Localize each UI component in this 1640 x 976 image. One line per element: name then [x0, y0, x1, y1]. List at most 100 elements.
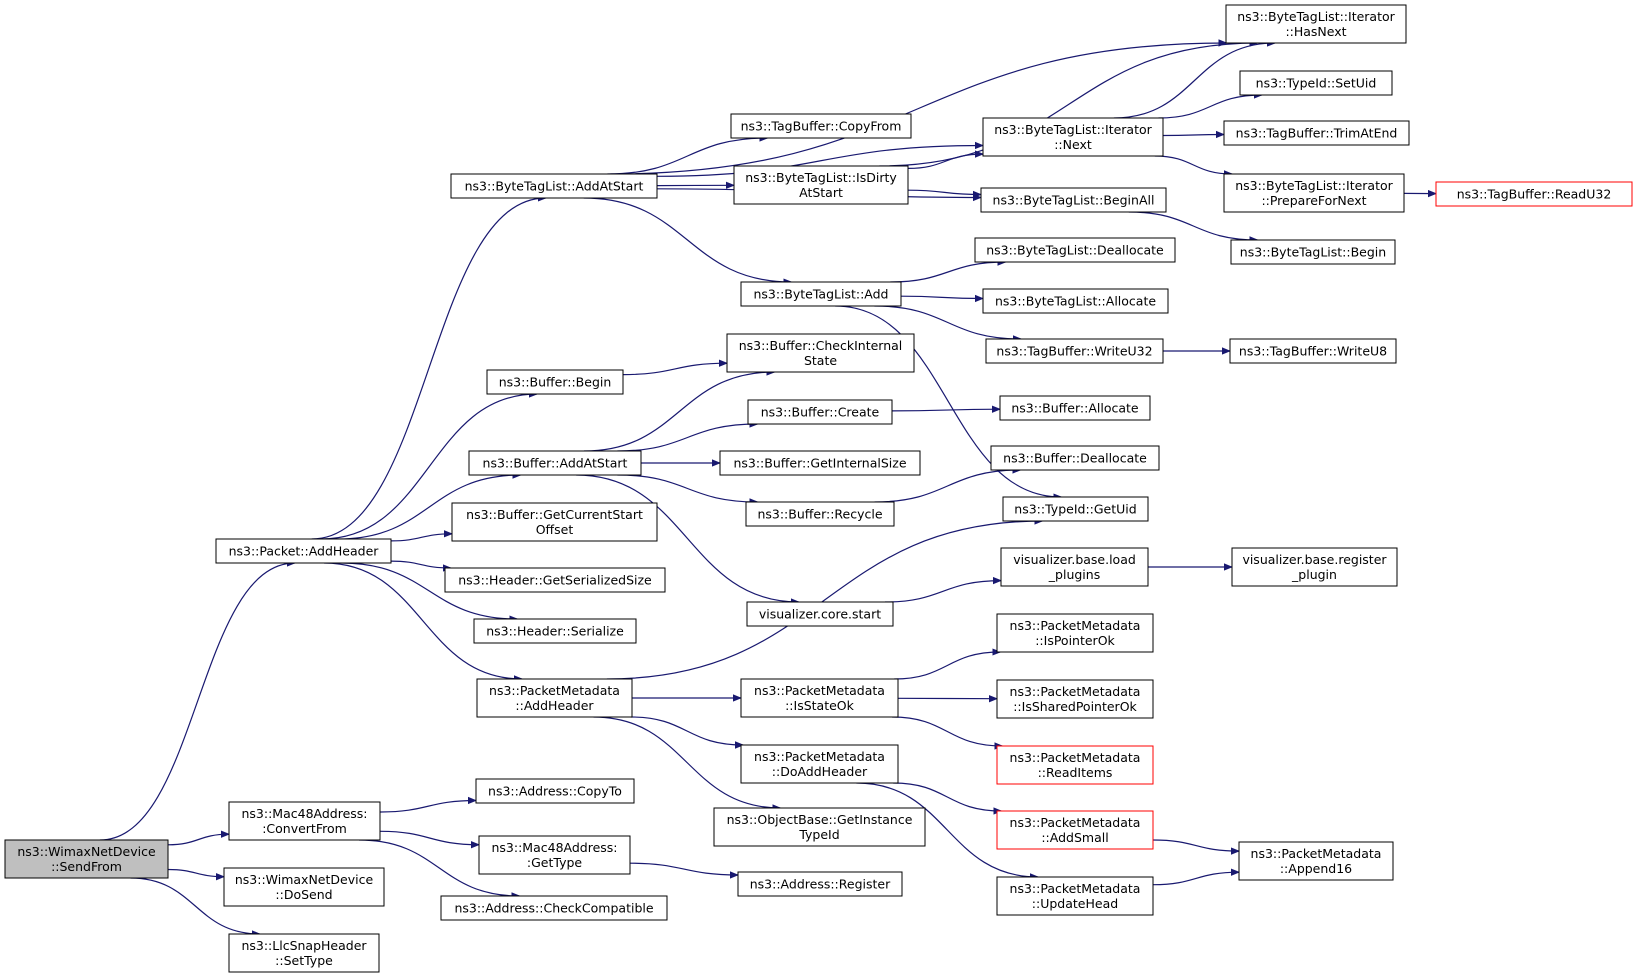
node-btl-beginall[interactable]: ns3::ByteTagList::BeginAll: [980, 187, 1167, 213]
node-root[interactable]: ns3::WimaxNetDevice::SendFrom: [4, 839, 169, 879]
node-label: ::SetType: [275, 953, 333, 968]
node-btl-add[interactable]: ns3::ByteTagList::Add: [740, 281, 902, 307]
node-box: [228, 801, 381, 841]
node-box: [1225, 4, 1407, 44]
node-llcsnap-settype[interactable]: ns3::LlcSnapHeader::SetType: [228, 933, 380, 973]
edges-layer: [99, 43, 1436, 934]
node-box: [228, 933, 380, 973]
node-label: ::DoAddHeader: [772, 764, 868, 779]
node-box: [996, 876, 1154, 916]
node-buffer-begin[interactable]: ns3::Buffer::Begin: [486, 369, 624, 395]
node-box: [1002, 496, 1149, 522]
node-label: ns3::TagBuffer::ReadU32: [1457, 187, 1612, 202]
node-btl-allocate[interactable]: ns3::ByteTagList::Allocate: [982, 288, 1169, 314]
node-typeid-getuid[interactable]: ns3::TypeId::GetUid: [1002, 496, 1149, 522]
edge-packet-addheader-to-header-getserializedsize: [390, 560, 451, 568]
node-box: [719, 450, 921, 476]
edge-packet-addheader-to-buffer-getcurrentstartoffset: [390, 534, 452, 542]
node-label: ns3::ByteTagList::BeginAll: [993, 193, 1155, 208]
node-label: TypeId: [798, 827, 839, 842]
node-tagbuffer-writeu32[interactable]: ns3::TagBuffer::WriteU32: [985, 338, 1164, 364]
node-viz-base-registerplugin[interactable]: visualizer.base.register_plugin: [1231, 547, 1398, 587]
node-pm-ispointerok[interactable]: ns3::PacketMetadata::IsPointerOk: [996, 613, 1154, 653]
node-tagbuffer-trimatend[interactable]: ns3::TagBuffer::TrimAtEnd: [1223, 120, 1410, 146]
node-pm-append16[interactable]: ns3::PacketMetadata::Append16: [1238, 841, 1394, 881]
node-label: ns3::PacketMetadata: [754, 749, 885, 764]
node-pm-updatehead[interactable]: ns3::PacketMetadata::UpdateHead: [996, 876, 1154, 916]
node-label: ::SendFrom: [51, 859, 122, 874]
node-box: [746, 601, 894, 627]
node-viz-base-loadplugins[interactable]: visualizer.base.load_plugins: [1000, 547, 1149, 587]
node-box: [996, 745, 1154, 785]
node-label: ns3::Header::GetSerializedSize: [458, 573, 652, 588]
edge-packet-addheader-to-buffer-begin: [321, 394, 537, 540]
node-address-register[interactable]: ns3::Address::Register: [737, 871, 903, 897]
node-mac48-convertfrom[interactable]: ns3::Mac48Address::ConvertFrom: [228, 801, 381, 841]
node-box: [1000, 547, 1149, 587]
node-btl-iter-next[interactable]: ns3::ByteTagList::Iterator::Next: [982, 117, 1164, 157]
node-box: [1238, 841, 1394, 881]
node-box: [476, 678, 633, 718]
node-box: [1239, 70, 1393, 96]
node-typeid-setuid[interactable]: ns3::TypeId::SetUid: [1239, 70, 1393, 96]
node-address-copyto[interactable]: ns3::Address::CopyTo: [475, 778, 635, 804]
node-label: ns3::ByteTagList::Begin: [1240, 245, 1386, 260]
node-label: ns3::ByteTagList::Deallocate: [986, 243, 1164, 258]
node-pm-addheader[interactable]: ns3::PacketMetadata::AddHeader: [476, 678, 633, 718]
node-btl-deallocate[interactable]: ns3::ByteTagList::Deallocate: [974, 237, 1176, 263]
node-buffer-recycle[interactable]: ns3::Buffer::Recycle: [745, 501, 895, 527]
node-box: [1435, 181, 1633, 207]
node-label: :GetType: [527, 855, 583, 870]
edge-packet-addheader-to-pm-addheader: [323, 562, 522, 679]
node-box: [982, 117, 1164, 157]
node-btl-addatstart[interactable]: ns3::ByteTagList::AddAtStart: [450, 173, 658, 199]
node-tagbuffer-readu32[interactable]: ns3::TagBuffer::ReadU32: [1435, 181, 1633, 207]
node-tagbuffer-copyfrom[interactable]: ns3::TagBuffer::CopyFrom: [730, 113, 912, 139]
node-label: ::Next: [1054, 137, 1092, 152]
node-buffer-create[interactable]: ns3::Buffer::Create: [747, 399, 893, 425]
edge-pm-doaddheader-to-pm-updatehead: [856, 782, 1038, 877]
node-pm-readitems[interactable]: ns3::PacketMetadata::ReadItems: [996, 745, 1154, 785]
node-label: ns3::ByteTagList::AddAtStart: [465, 179, 644, 194]
node-wimax-dosend[interactable]: ns3::WimaxNetDevice::DoSend: [223, 867, 385, 907]
node-pm-doaddheader[interactable]: ns3::PacketMetadata::DoAddHeader: [740, 744, 899, 784]
node-btl-begin[interactable]: ns3::ByteTagList::Begin: [1230, 239, 1396, 265]
node-label: ns3::Buffer::Allocate: [1011, 401, 1139, 416]
node-buffer-getinternalsize[interactable]: ns3::Buffer::GetInternalSize: [719, 450, 921, 476]
node-buffer-deallocate[interactable]: ns3::Buffer::Deallocate: [990, 445, 1160, 471]
node-pm-isstateok[interactable]: ns3::PacketMetadata::IsStateOk: [740, 678, 899, 718]
node-label: visualizer.base.register: [1242, 552, 1387, 567]
node-packet-addheader[interactable]: ns3::Packet::AddHeader: [215, 538, 392, 564]
edge-pm-isstateok-to-pm-readitems: [891, 716, 1003, 746]
edge-btl-iter-next-to-btl-iter-hasnext: [1113, 43, 1275, 119]
node-label: ns3::PacketMetadata: [1010, 750, 1141, 765]
node-label: _plugin: [1291, 567, 1337, 582]
node-viz-core-start[interactable]: visualizer.core.start: [746, 601, 894, 627]
node-btl-iter-hasnext[interactable]: ns3::ByteTagList::Iterator::HasNext: [1225, 4, 1407, 44]
node-buffer-allocate[interactable]: ns3::Buffer::Allocate: [999, 395, 1151, 421]
edge-buffer-addatstart-to-buffer-checkinternalstate: [583, 372, 775, 452]
edge-viz-core-start-to-viz-base-loadplugins: [884, 581, 1001, 603]
node-pm-issharedpointerok[interactable]: ns3::PacketMetadata::IsSharedPointerOk: [996, 679, 1154, 719]
edge-buffer-create-to-buffer-allocate: [891, 409, 1000, 411]
edge-packet-addheader-to-header-serialize: [341, 562, 517, 619]
node-mac48-gettype[interactable]: ns3::Mac48Address::GetType: [478, 835, 631, 875]
node-header-serialize[interactable]: ns3::Header::Serialize: [473, 618, 637, 644]
node-btl-iter-preparefornext[interactable]: ns3::ByteTagList::Iterator::PrepareForNe…: [1223, 173, 1405, 213]
node-address-checkcompatible[interactable]: ns3::Address::CheckCompatible: [440, 895, 668, 921]
node-label: ns3::Address::CheckCompatible: [454, 901, 653, 916]
node-label: ::IsSharedPointerOk: [1013, 699, 1137, 714]
node-box: [440, 895, 668, 921]
node-header-getserializedsize[interactable]: ns3::Header::GetSerializedSize: [444, 567, 666, 593]
node-pm-addsmall[interactable]: ns3::PacketMetadata::AddSmall: [996, 810, 1154, 850]
node-label: ns3::ByteTagList::Iterator: [1235, 178, 1393, 193]
node-buffer-addatstart[interactable]: ns3::Buffer::AddAtStart: [468, 450, 642, 476]
edge-btl-iter-next-to-typeid-setuid: [1158, 95, 1263, 119]
node-tagbuffer-writeu8[interactable]: ns3::TagBuffer::WriteU8: [1229, 338, 1397, 364]
node-box: [486, 369, 624, 395]
